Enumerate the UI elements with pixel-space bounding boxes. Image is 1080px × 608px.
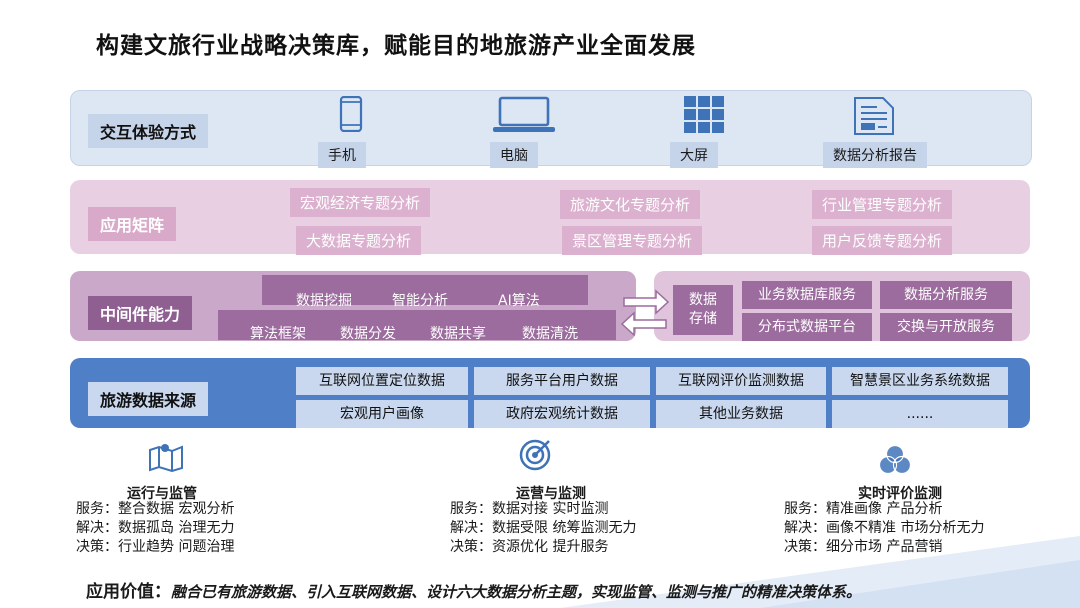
column-line: 解决：数据受限 统筹监测无力 (450, 520, 637, 536)
app-item-user-feedback: 用户反馈专题分析 (812, 226, 953, 255)
middleware-label: 中间件能力 (88, 296, 193, 330)
app-item-big-data: 大数据专题分析 (296, 226, 422, 255)
service-distributed-platform: 分布式数据平台 (742, 313, 872, 341)
service-exchange-open: 交换与开放服务 (880, 313, 1012, 341)
target-icon (519, 439, 551, 471)
venn-icon (878, 444, 912, 475)
middleware-algorithm-framework: 算法框架 (250, 326, 306, 342)
phone-icon (339, 96, 363, 132)
column-line: 服务：整合数据 宏观分析 (76, 501, 235, 517)
page-title: 构建文旅行业战略决策库，赋能目的地旅游产业全面发展 (96, 33, 696, 59)
exchange-arrows-icon (620, 289, 670, 336)
middleware-data-cleaning: 数据清洗 (522, 326, 578, 342)
interaction-label: 交互体验方式 (88, 114, 209, 148)
device-label-laptop: 电脑 (490, 142, 538, 168)
map-icon (149, 444, 183, 472)
app-item-macro-economy: 宏观经济专题分析 (290, 188, 431, 217)
source-platform-user-data: 服务平台用户数据 (474, 367, 650, 395)
corner-decoration (560, 536, 1080, 608)
source-scenic-system-data: 智慧景区业务系统数据 (832, 367, 1008, 395)
application-value: 应用价值：融合已有旅游数据、引入互联网数据、设计六大数据分析主题，实现监管、监测… (86, 577, 861, 602)
source-review-monitor-data: 互联网评价监测数据 (656, 367, 826, 395)
data-storage-line1: 数据 (689, 292, 717, 308)
data-storage-line2: 存储 (689, 311, 717, 327)
grid-screen-icon (684, 96, 724, 133)
middleware-smart-analysis: 智能分析 (392, 293, 448, 309)
column-line: 决策：行业趋势 问题治理 (76, 539, 235, 555)
column-line: 决策：细分市场 产品营销 (784, 539, 943, 555)
service-business-database: 业务数据库服务 (742, 281, 872, 309)
device-label-report: 数据分析报告 (823, 142, 927, 168)
service-data-analysis: 数据分析服务 (880, 281, 1012, 309)
column-line: 解决：数据孤岛 治理无力 (76, 520, 235, 536)
column-title-evaluation: 实时评价监测 (858, 486, 942, 502)
data-storage-box: 数据 存储 (673, 285, 733, 335)
middleware-data-mining: 数据挖掘 (296, 293, 352, 309)
report-icon (854, 97, 894, 135)
column-line: 决策：资源优化 提升服务 (450, 539, 609, 555)
source-government-stats: 政府宏观统计数据 (474, 400, 650, 428)
column-line: 解决：画像不精准 市场分析无力 (784, 520, 985, 536)
source-user-portrait: 宏观用户画像 (296, 400, 468, 428)
column-line: 服务：数据对接 实时监测 (450, 501, 609, 517)
device-label-bigscreen: 大屏 (670, 142, 718, 168)
column-title-operation: 运行与监管 (127, 486, 197, 502)
middleware-data-distribution: 数据分发 (340, 326, 396, 342)
column-line: 服务：精准画像 产品分析 (784, 501, 943, 517)
middleware-data-sharing: 数据共享 (430, 326, 486, 342)
source-location-data: 互联网位置定位数据 (296, 367, 468, 395)
data-source-label: 旅游数据来源 (88, 382, 209, 416)
column-title-monitoring: 运营与监测 (516, 486, 586, 502)
app-item-industry-management: 行业管理专题分析 (812, 190, 953, 219)
app-item-scenic-management: 景区管理专题分析 (562, 226, 703, 255)
source-more: ...... (832, 400, 1008, 428)
application-label: 应用矩阵 (88, 207, 177, 241)
laptop-icon (493, 96, 555, 132)
middleware-top-strip (262, 275, 588, 305)
middleware-ai-algorithm: AI算法 (498, 293, 540, 309)
app-item-tourism-culture: 旅游文化专题分析 (560, 190, 701, 219)
application-value-label: 应用价值： (86, 582, 171, 602)
application-value-text: 融合已有旅游数据、引入互联网数据、设计六大数据分析主题，实现监管、监测与推广的精… (171, 583, 862, 601)
middleware-bottom-strip (218, 310, 616, 340)
device-label-phone: 手机 (318, 142, 366, 168)
source-other-business: 其他业务数据 (656, 400, 826, 428)
